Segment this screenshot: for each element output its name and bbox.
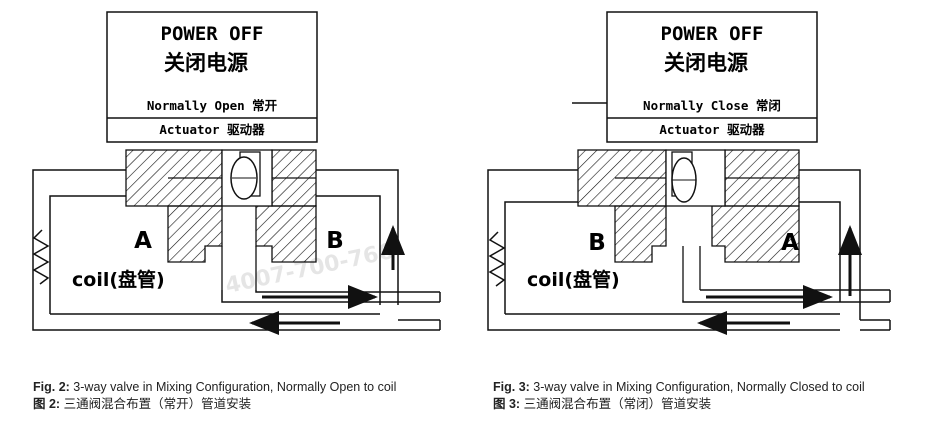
figure-3: POWER OFF 关闭电源 Normally Close 常闭 Actuato… (487, 11, 891, 335)
mode-label: Normally Open 常开 (147, 98, 278, 113)
valve-body (577, 149, 800, 300)
figure-2: POWER OFF 关闭电源 Normally Open 常开 Actuator… (32, 11, 441, 335)
coil-symbol (32, 229, 50, 285)
actuator-box (606, 11, 818, 143)
caption-en: 3-way valve in Mixing Configuration, Nor… (533, 380, 865, 394)
power-off-chinese: 关闭电源 (664, 51, 748, 75)
power-off-chinese: 关闭电源 (164, 51, 248, 75)
actuator-box (106, 11, 318, 143)
figure-3-caption: Fig. 3: 3-way valve in Mixing Configurat… (493, 379, 865, 413)
power-off-label: POWER OFF (661, 23, 764, 45)
caption-zh-prefix: 图 2: (33, 397, 61, 411)
figure-2-caption: Fig. 2: 3-way valve in Mixing Configurat… (33, 379, 396, 413)
coil-label: coil(盘管) (527, 268, 620, 291)
caption-en: 3-way valve in Mixing Configuration, Nor… (73, 380, 397, 394)
caption-zh: 三通阀混合布置（常闭）管道安装 (523, 397, 712, 411)
actuator-label: Actuator 驱动器 (159, 122, 265, 137)
port-left-label: A (134, 228, 152, 254)
port-left-label: B (588, 230, 606, 256)
mode-label: Normally Close 常闭 (643, 98, 781, 113)
caption-en-prefix: Fig. 2: (33, 380, 70, 394)
coil-symbol (488, 231, 506, 287)
caption-zh: 三通阀混合布置（常开）管道安装 (63, 397, 252, 411)
actuator-label: Actuator 驱动器 (659, 122, 765, 137)
caption-en-prefix: Fig. 3: (493, 380, 530, 394)
caption-zh-prefix: 图 3: (493, 397, 521, 411)
coil-label: coil(盘管) (72, 268, 165, 291)
valve-body (125, 149, 317, 290)
port-right-label: A (781, 230, 799, 256)
power-off-label: POWER OFF (161, 23, 264, 45)
port-right-label: B (326, 228, 344, 254)
piping (487, 169, 891, 331)
piping (32, 169, 441, 331)
